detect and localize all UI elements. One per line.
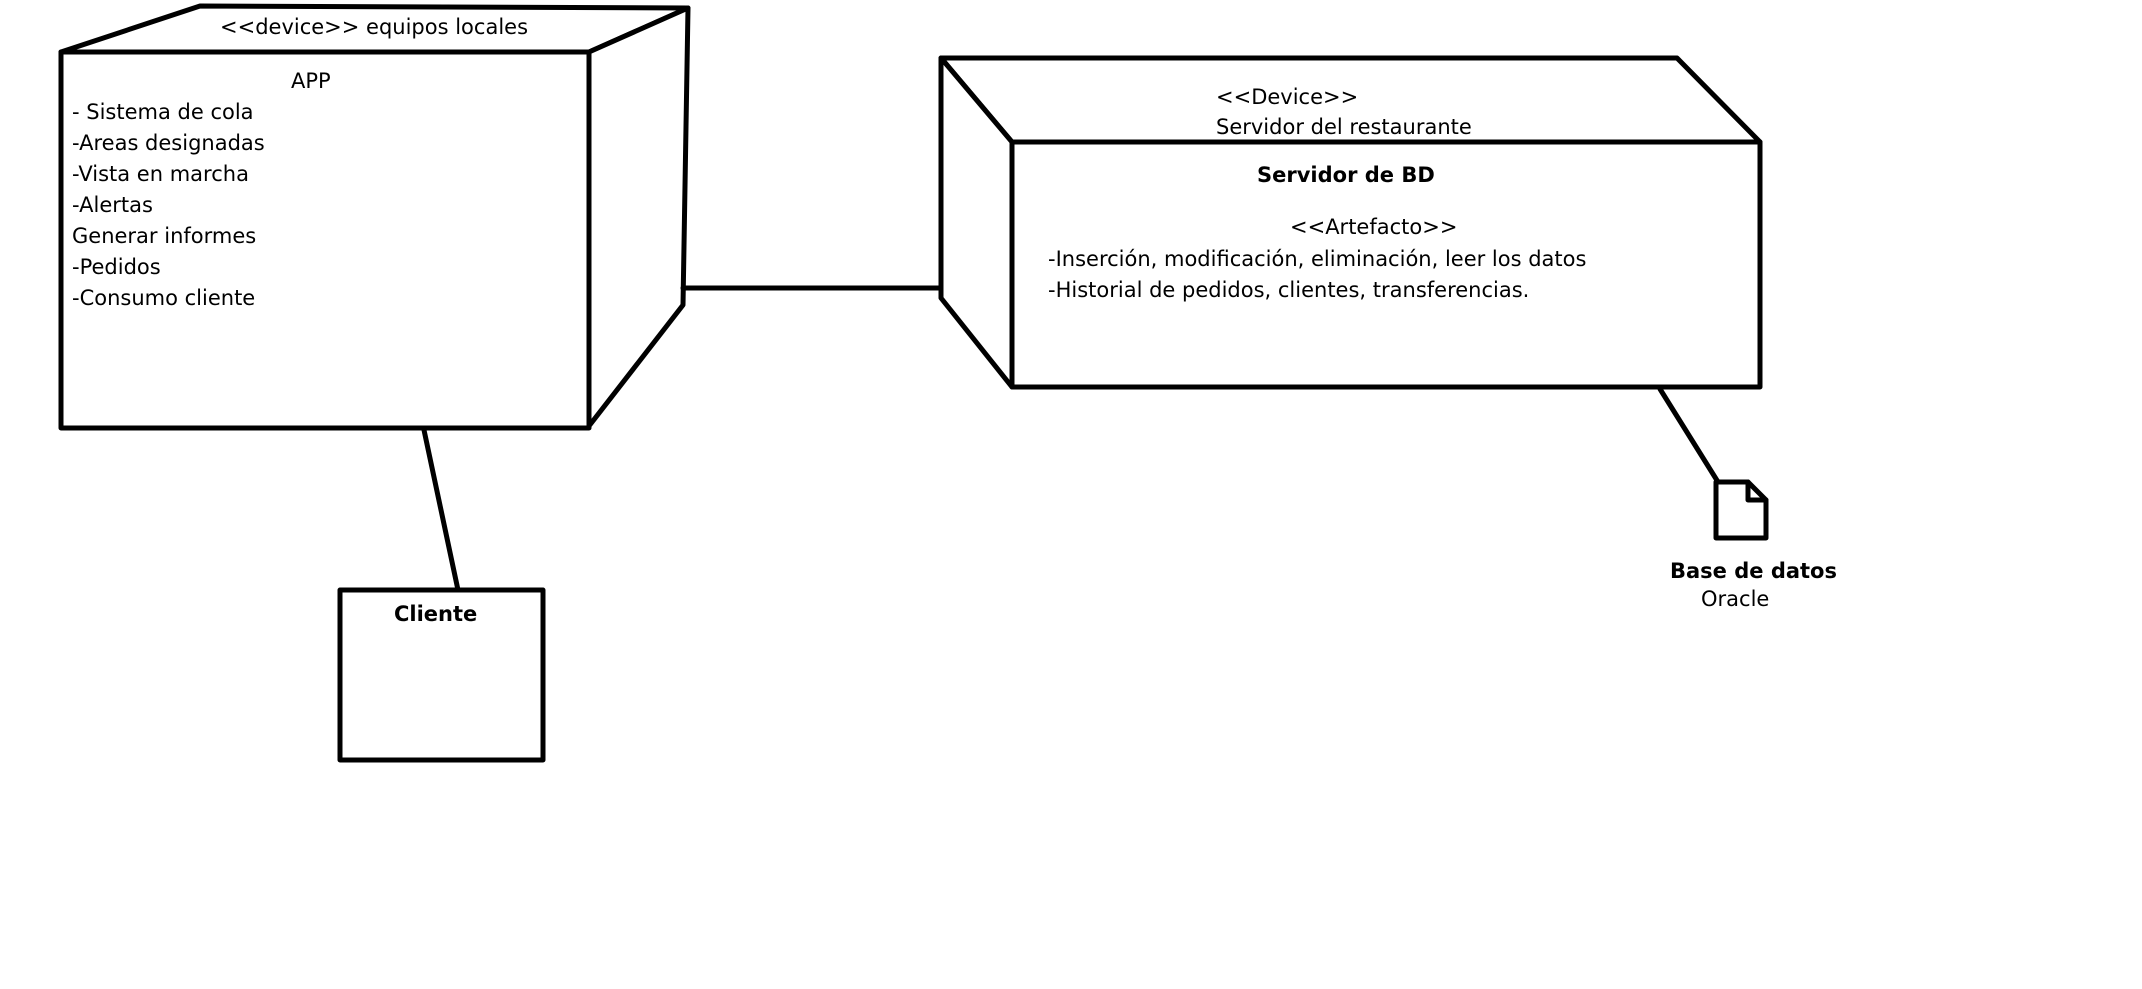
local-node-front-face: [58, 49, 592, 431]
app-item: Generar informes: [72, 224, 256, 248]
server-node-name: Servidor del restaurante: [1216, 115, 1472, 139]
restaurant-server-node[interactable]: <<Device>> Servidor del restaurante Serv…: [938, 55, 1763, 390]
app-item: -Alertas: [72, 193, 153, 217]
connector-server-database: [1657, 386, 1721, 485]
document-icon: [1713, 479, 1769, 541]
app-title: APP: [291, 69, 331, 93]
local-equipment-node[interactable]: <<device>> equipos locales APP - Sistema…: [58, 3, 691, 431]
database-vendor: Oracle: [1701, 587, 1769, 611]
artifact-stereotype: <<Artefacto>>: [1290, 215, 1457, 239]
client-node[interactable]: Cliente: [337, 587, 546, 763]
client-box: [337, 587, 546, 763]
database-artifact[interactable]: Base de datos Oracle: [1670, 479, 1837, 611]
server-node-stereotype: <<Device>>: [1216, 85, 1358, 109]
local-node-stereotype: <<device>> equipos locales: [220, 15, 528, 39]
db-server-title: Servidor de BD: [1257, 163, 1435, 187]
app-item: -Areas designadas: [72, 131, 265, 155]
app-item: -Pedidos: [72, 255, 161, 279]
app-item: -Consumo cliente: [72, 286, 255, 310]
app-item: -Vista en marcha: [72, 162, 249, 186]
document-fold: [1745, 479, 1769, 503]
app-item: - Sistema de cola: [72, 100, 254, 124]
client-label: Cliente: [394, 602, 477, 626]
connector-local-client: [421, 427, 461, 593]
artifact-item: -Inserción, modificación, eliminación, l…: [1048, 247, 1586, 271]
artifact-item: -Historial de pedidos, clientes, transfe…: [1048, 278, 1529, 302]
server-node-front-face: [1009, 139, 1763, 390]
database-label: Base de datos: [1670, 559, 1837, 583]
local-node-side-face: [586, 5, 691, 429]
